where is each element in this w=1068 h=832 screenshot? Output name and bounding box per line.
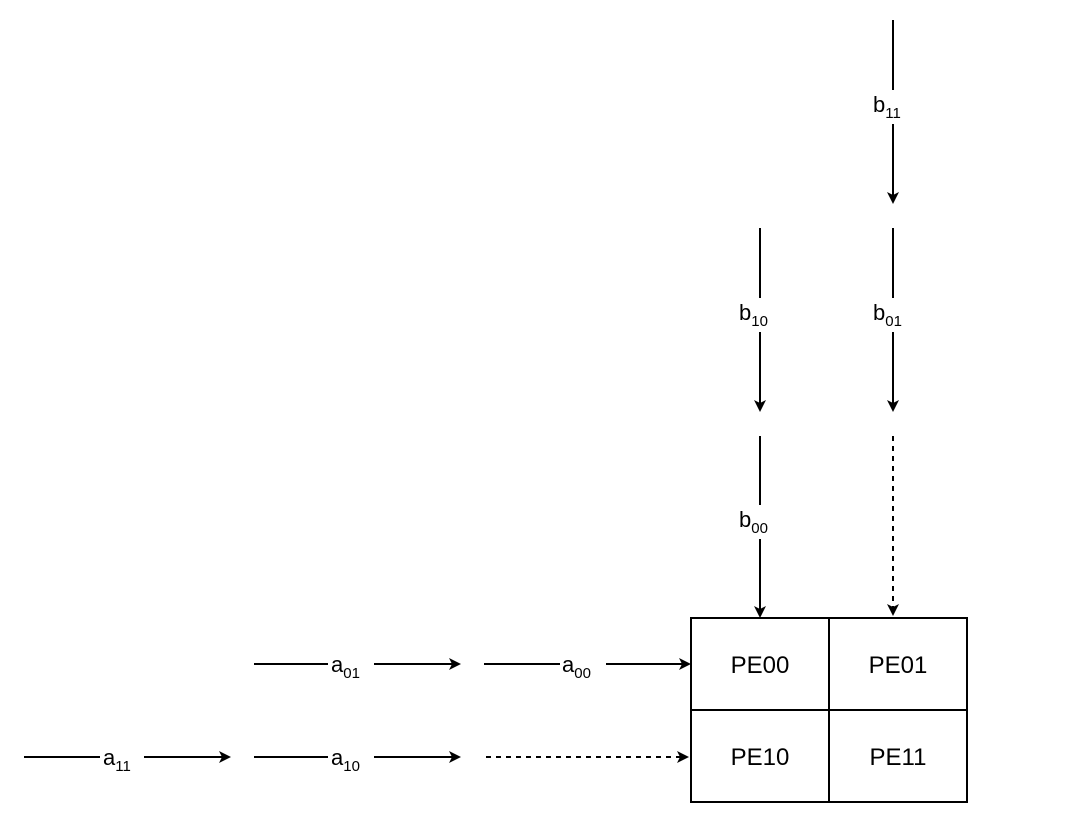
pe-grid: PE00 PE01 PE10 PE11 <box>690 617 968 803</box>
label-b01: b01 <box>873 300 902 330</box>
pe00-cell <box>690 617 830 711</box>
label-bg-a10 <box>328 744 374 774</box>
pe10-label: PE10 <box>731 744 790 771</box>
label-bg-b01 <box>868 298 918 332</box>
label-a10: a10 <box>331 745 360 775</box>
label-a00: a00 <box>562 652 591 682</box>
label-a11: a11 <box>103 745 131 775</box>
label-bg-a00 <box>560 651 606 681</box>
label-bg-a01 <box>328 651 374 681</box>
label-bg-b11 <box>868 90 918 124</box>
pe01-label: PE01 <box>869 652 928 679</box>
pe11-label: PE11 <box>870 744 927 771</box>
pe01-cell <box>828 617 968 711</box>
label-a01: a01 <box>331 652 360 682</box>
pe00-label: PE00 <box>731 652 790 679</box>
label-bg-b10 <box>734 298 786 332</box>
label-b11: b11 <box>873 92 901 122</box>
label-b00: b00 <box>739 507 768 537</box>
label-bg-b00 <box>734 505 786 539</box>
pe10-cell <box>690 709 830 803</box>
label-bg-a11 <box>100 744 144 774</box>
pe11-cell <box>828 709 968 803</box>
label-b10: b10 <box>739 300 768 330</box>
